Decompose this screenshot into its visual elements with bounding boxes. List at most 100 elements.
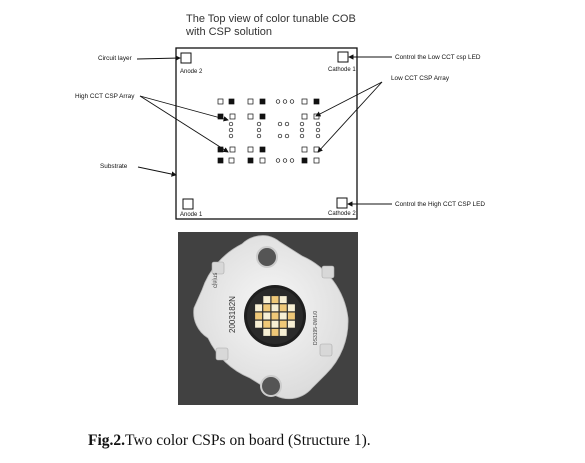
csp-chip-bottom-2 [247, 157, 254, 164]
led-chip-19 [271, 328, 279, 336]
csp-chip-mid-9 [259, 146, 266, 153]
callout-control-high: Control the High CCT CSP LED [395, 201, 485, 208]
csp-dot-col-4 [256, 127, 262, 133]
led-grid [255, 296, 295, 336]
caption-text: Two color CSPs on board (Structure 1). [125, 432, 371, 449]
csp-dot-col-9 [315, 121, 321, 127]
substrate-rect [175, 47, 358, 220]
callout-line-high-1 [139, 95, 229, 122]
led-chip-20 [279, 328, 287, 336]
csp-dot-col-0 [228, 121, 234, 127]
callout-low-cct-array: Low CCT CSP Array [391, 75, 450, 82]
csp-chip-bottom-5 [313, 157, 320, 164]
led-chip-16 [279, 320, 287, 328]
solder-pad-br [319, 343, 333, 357]
csp-dot-col-3 [256, 121, 262, 127]
diagram-title-line2: with CSP solution [185, 26, 272, 38]
csp-chip-bottom-1 [228, 157, 235, 164]
csp-dot-col-11 [315, 133, 321, 139]
led-chip-0 [263, 296, 271, 304]
csp-dot-col-15 [284, 133, 290, 139]
led-chip-15 [271, 320, 279, 328]
pad-cathode-top [337, 51, 349, 63]
csp-chip-mid-8 [247, 146, 254, 153]
csp-dot-col-14 [277, 133, 283, 139]
csp-chip-top-3 [259, 98, 266, 105]
csp-chip-top-1 [228, 98, 235, 105]
callout-line-low-2 [317, 81, 383, 153]
csp-chip-top-4 [301, 98, 308, 105]
csp-dot-col-1 [228, 127, 234, 133]
csp-chip-top-5 [313, 98, 320, 105]
callout-line-high-2 [139, 95, 229, 153]
callout-line-substrate [137, 166, 177, 177]
led-chip-11 [279, 312, 287, 320]
csp-chip-mid-1 [229, 113, 236, 120]
mounting-hole-bottom [260, 375, 282, 397]
csp-chip-mid-4 [301, 113, 308, 120]
led-chip-13 [255, 320, 263, 328]
ul-mark: c⒰us [211, 273, 219, 288]
solder-pad-bl [215, 347, 229, 361]
pad-anode-top [180, 52, 192, 64]
led-chip-8 [255, 312, 263, 320]
board-code-main: 2003182N [228, 296, 237, 333]
led-chip-12 [287, 312, 295, 320]
csp-dot-col-12 [277, 121, 283, 127]
csp-dot-col-2 [228, 133, 234, 139]
led-chip-17 [287, 320, 295, 328]
csp-dot-top-2 [289, 99, 295, 104]
csp-dot-bottom-0 [275, 158, 281, 163]
figure-caption: Fig.2.Two color CSPs on board (Structure… [88, 432, 371, 450]
csp-chip-bottom-4 [301, 157, 308, 164]
csp-arrays [217, 98, 321, 164]
solder-pad-tl [211, 261, 225, 275]
csp-dot-col-8 [299, 133, 305, 139]
callout-circuit-layer: Circuit layer [98, 55, 133, 62]
solder-pad-tr [321, 265, 335, 279]
csp-chip-bottom-0 [217, 157, 224, 164]
pad-label-anode-top: Anode 2 [180, 69, 203, 75]
csp-dot-top-1 [282, 99, 288, 104]
callout-control-low: Control the Low CCT csp LED [395, 54, 481, 61]
led-chip-18 [263, 328, 271, 336]
csp-dot-col-10 [315, 127, 321, 133]
led-chip-9 [263, 312, 271, 320]
pad-label-cathode-bottom: Cathode 2 [328, 211, 356, 217]
csp-dot-col-13 [284, 121, 290, 127]
led-chip-6 [279, 304, 287, 312]
csp-chip-mid-7 [229, 146, 236, 153]
pad-cathode-bottom [336, 197, 348, 209]
led-chip-5 [271, 304, 279, 312]
pad-label-cathode-top: Cathode 1 [328, 67, 356, 73]
csp-dot-col-6 [299, 121, 305, 127]
mounting-hole-top [256, 246, 278, 268]
csp-dot-bottom-1 [282, 158, 288, 163]
board-photo: 2003182N DS3195-0W1/0 c⒰us [178, 232, 358, 405]
csp-chip-mid-10 [301, 146, 308, 153]
caption-label: Fig.2. [88, 432, 126, 449]
callout-line-circuit [136, 55, 181, 61]
led-chip-7 [287, 304, 295, 312]
csp-dot-col-5 [256, 133, 262, 139]
led-chip-4 [263, 304, 271, 312]
callout-line-low-1 [315, 81, 383, 117]
csp-dot-col-7 [299, 127, 305, 133]
diagram-title-line1: The Top view of color tunable COB [186, 13, 356, 25]
csp-dot-top-0 [275, 99, 281, 104]
csp-dot-bottom-2 [289, 158, 295, 163]
csp-chip-top-2 [247, 98, 254, 105]
led-chip-1 [271, 296, 279, 304]
led-chip-10 [271, 312, 279, 320]
csp-chip-mid-2 [247, 113, 254, 120]
csp-chip-bottom-3 [259, 157, 266, 164]
led-chip-3 [255, 304, 263, 312]
pad-label-anode-bottom: Anode 1 [180, 212, 203, 218]
csp-chip-top-0 [217, 98, 224, 105]
led-chip-2 [279, 296, 287, 304]
callout-high-cct-array: High CCT CSP Array [75, 93, 135, 100]
csp-chip-mid-3 [259, 113, 266, 120]
led-chip-14 [263, 320, 271, 328]
pad-anode-bottom [182, 198, 194, 210]
